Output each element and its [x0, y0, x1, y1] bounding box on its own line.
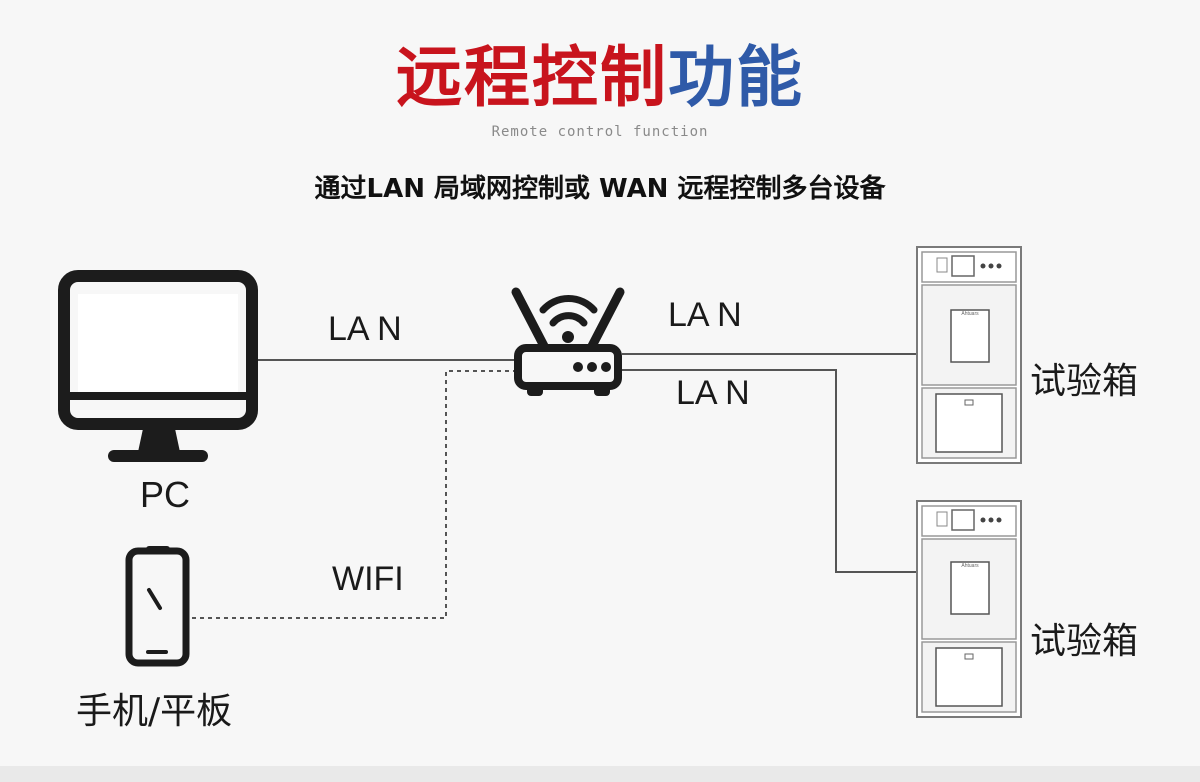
router-icon [511, 287, 625, 396]
lan-pc-label: LA N [328, 310, 402, 348]
connection-lines [192, 353, 916, 619]
test-chamber-1-icon: Ahtuars [916, 246, 1022, 464]
footer-band [0, 766, 1200, 782]
wifi-label: WIFI [332, 560, 404, 598]
chamber2-label: 试验箱 [1030, 621, 1139, 662]
title-blue-part: 功能 [668, 39, 804, 116]
title-red-part: 远程控制 [396, 39, 668, 116]
pc-label: PC [140, 474, 191, 515]
phone-icon [125, 546, 190, 667]
pc-monitor-icon [58, 270, 258, 462]
page-description: 通过LAN 局域网控制或 WAN 远程控制多台设备 [314, 174, 886, 204]
chamber1-label: 试验箱 [1030, 361, 1139, 402]
page-subtitle: Remote control function [491, 124, 709, 140]
chamber2-badge: Ahtuars [961, 563, 979, 569]
phone-router-wifi-line [192, 370, 514, 619]
phone-label: 手机/平板 [76, 691, 233, 732]
page-title: 远程控制功能 [0, 38, 1200, 118]
lan-top-label: LA N [668, 296, 742, 334]
chamber1-badge: Ahtuars [961, 311, 979, 317]
lan-bottom-label: LA N [676, 374, 750, 412]
test-chamber-2-icon: Ahtuars [916, 500, 1022, 718]
router-chamber2-lan-line [622, 369, 916, 573]
